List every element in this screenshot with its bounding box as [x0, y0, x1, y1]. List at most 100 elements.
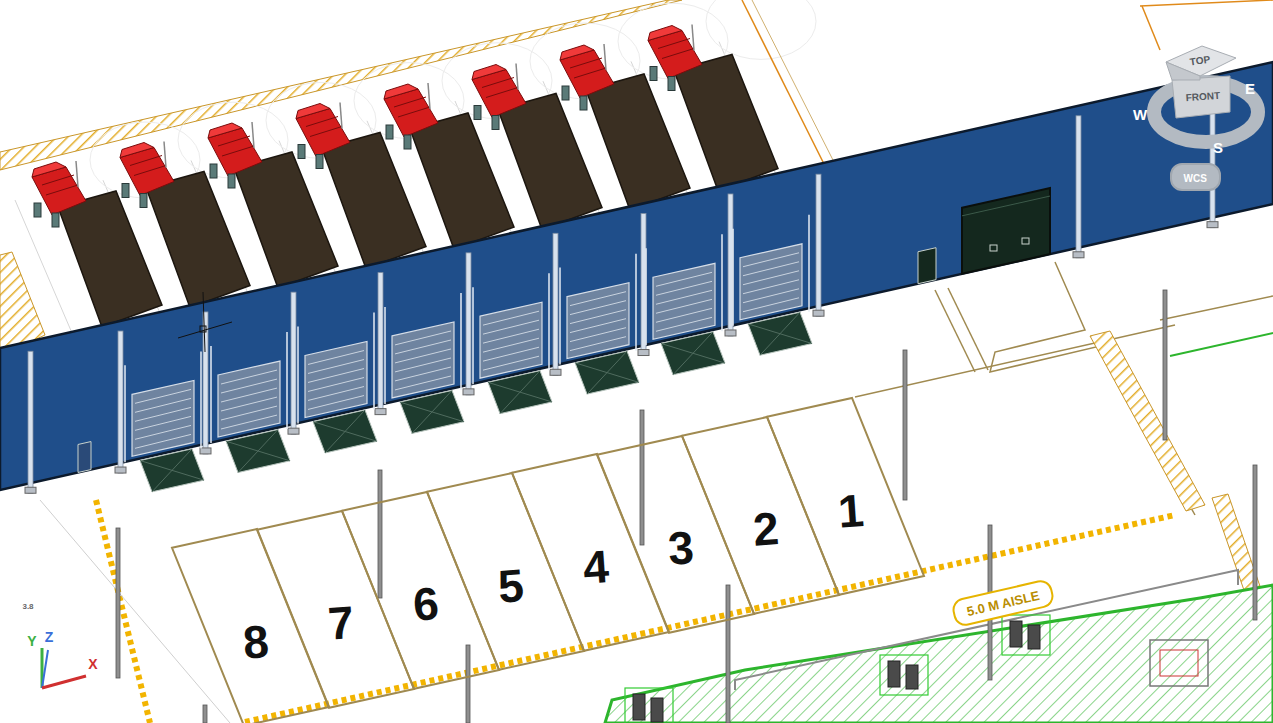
large-door-header — [962, 196, 1050, 216]
door-frame — [808, 215, 810, 312]
post-base — [725, 330, 736, 336]
cursor-line — [203, 292, 205, 352]
post-base — [813, 310, 824, 316]
door-slat — [483, 311, 539, 325]
yard-hazard-band — [0, 0, 682, 170]
truck-trailer — [410, 113, 514, 249]
exhaust-stack — [692, 25, 694, 51]
floor-line — [40, 500, 230, 723]
truck-wheel — [52, 213, 59, 227]
truck-wheel — [386, 125, 393, 139]
dock-wall — [0, 62, 1273, 493]
door-window — [1022, 238, 1029, 244]
dock-leveler — [226, 430, 290, 473]
truck-cab-roof — [384, 84, 418, 99]
column — [203, 705, 207, 723]
door-slat — [308, 360, 364, 374]
door-slat — [656, 272, 712, 286]
door-slat — [308, 396, 364, 410]
wall-post — [728, 194, 733, 336]
door-frame — [373, 313, 375, 410]
door-panel — [480, 302, 542, 378]
door-frame — [200, 351, 202, 448]
wall-post — [1076, 116, 1081, 258]
coordinate-system-tag: WCS — [1170, 163, 1221, 191]
bay-outline — [682, 417, 839, 614]
exhaust-stack — [340, 103, 342, 129]
dock-door — [298, 313, 377, 453]
dock-bay: 8 — [172, 529, 329, 723]
rack-load — [1028, 625, 1040, 649]
exhaust-stack — [516, 64, 518, 90]
rack-load — [906, 665, 918, 689]
leveler-cross — [152, 449, 192, 492]
cab-grille — [134, 166, 166, 176]
door-slat — [483, 320, 539, 334]
door-slat — [135, 425, 191, 439]
truck-wheel — [562, 86, 569, 100]
rack-load — [888, 661, 900, 687]
column — [378, 470, 382, 598]
door-panel — [567, 283, 629, 359]
cab-grille — [574, 68, 606, 78]
cursor-box — [200, 326, 206, 332]
compass-direction: W — [1133, 107, 1147, 122]
column — [726, 585, 730, 723]
wall-post — [553, 233, 558, 375]
door-slat — [743, 271, 799, 285]
rack-frame — [625, 688, 673, 723]
door-slat — [570, 310, 626, 324]
bay-number: 6 — [412, 581, 441, 629]
bay-outline — [172, 529, 329, 723]
exhaust-stack — [604, 44, 606, 70]
door-slat — [308, 378, 364, 392]
exhaust-stack — [252, 122, 254, 148]
rack-unit — [625, 688, 673, 723]
wall-post — [118, 331, 123, 473]
truck-wheel — [580, 96, 587, 110]
column — [1163, 290, 1167, 440]
truck-wheel — [650, 67, 657, 81]
truck-cab-roof — [648, 26, 682, 41]
door-panel — [653, 263, 715, 339]
door-slat — [570, 328, 626, 342]
door-slat — [221, 415, 277, 429]
truck-cab-roof — [120, 143, 154, 158]
dock-leveler — [400, 390, 464, 433]
machine-frame — [1150, 640, 1208, 686]
leveler-cross — [760, 312, 800, 355]
dock-leveler — [575, 351, 639, 394]
truck-wheel — [298, 145, 305, 159]
axis-letter: Y — [27, 634, 36, 648]
truck-wheel — [668, 77, 675, 91]
bay-number: 3 — [667, 524, 696, 572]
leveler-cross — [325, 410, 365, 453]
rack-unit — [1002, 615, 1050, 655]
truck-trailer — [498, 94, 602, 230]
cab-grille — [482, 78, 514, 88]
walkway-line — [1160, 296, 1273, 320]
storage-zone — [605, 570, 1273, 723]
door-slat — [221, 379, 277, 393]
exhaust-stack — [428, 83, 430, 109]
door-slat — [656, 317, 712, 331]
dock-leveler — [661, 332, 725, 375]
post-base — [200, 448, 211, 454]
door-slat — [395, 367, 451, 381]
bay-number: 5 — [497, 562, 526, 610]
dock-bay: 1 — [767, 398, 924, 595]
door-slat — [743, 280, 799, 294]
cab-grille — [222, 146, 254, 156]
post-base — [375, 409, 386, 415]
cursor-line — [178, 322, 232, 338]
truck-wheel — [140, 194, 147, 208]
door-slat — [135, 407, 191, 421]
truck-wheel — [210, 164, 217, 178]
truck-cab-roof — [296, 104, 330, 119]
dock-door — [125, 351, 204, 491]
door-slat — [135, 389, 191, 403]
door-panel — [740, 244, 802, 320]
wall-post — [816, 174, 821, 316]
dock-bay: 3 — [597, 436, 754, 633]
